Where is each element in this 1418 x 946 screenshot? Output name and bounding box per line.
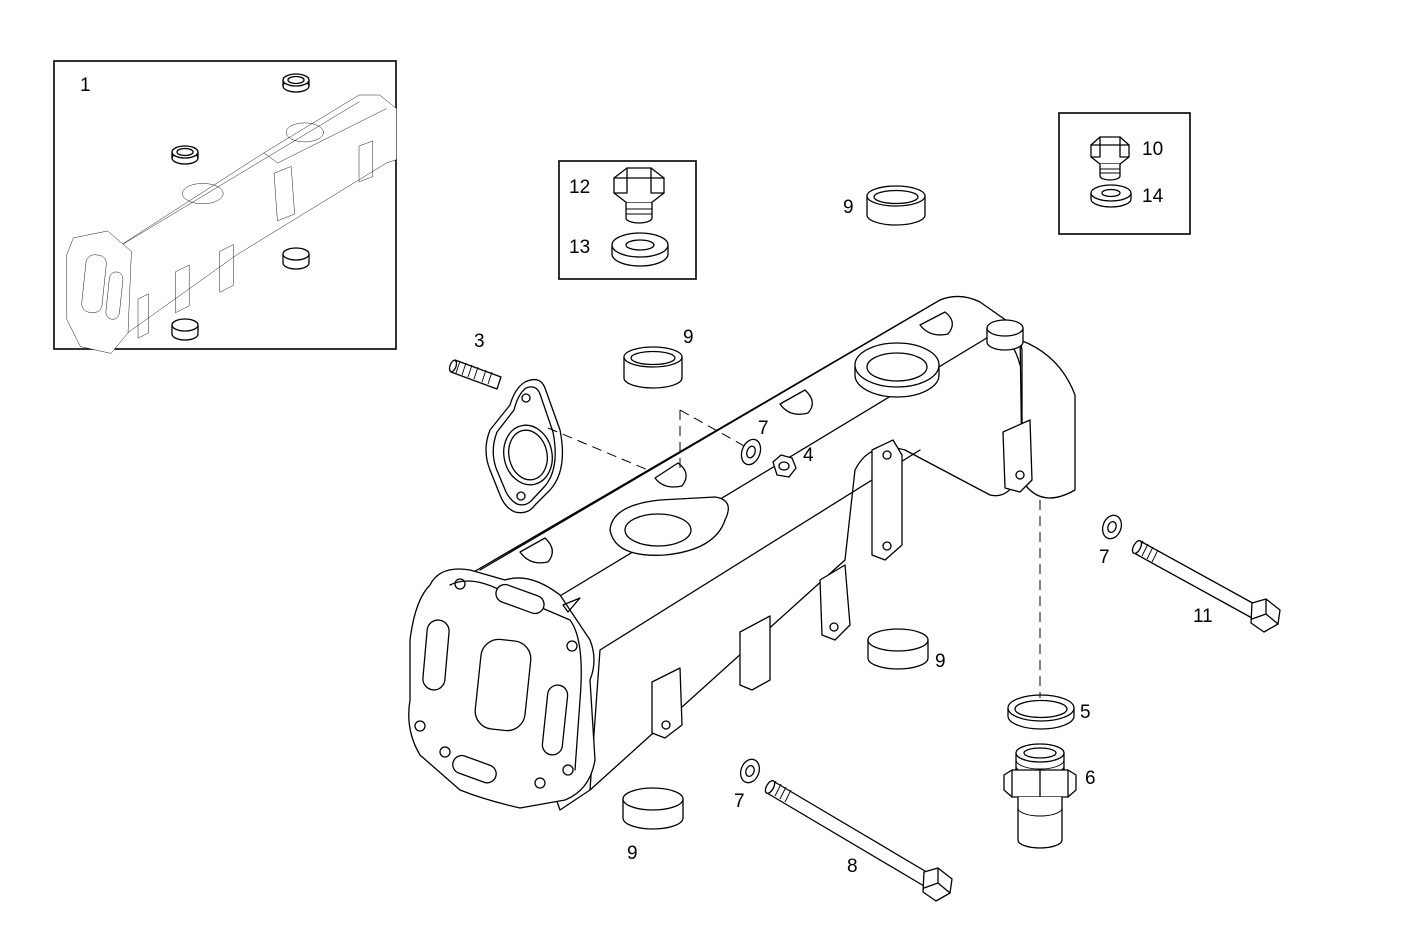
washer-7-bottom: 7 xyxy=(734,758,761,812)
top-port-2 xyxy=(779,389,813,415)
rear-boss xyxy=(986,319,1024,351)
callout-9-mid: 9 xyxy=(683,327,694,348)
inset-plug-10-14: 10 14 xyxy=(1058,112,1191,235)
callout-14: 14 xyxy=(1142,186,1164,207)
top-port-3 xyxy=(654,462,687,488)
exhaust-port-rear xyxy=(854,342,940,398)
exhaust-port-front xyxy=(609,496,729,556)
bolt-11: 11 xyxy=(1131,539,1281,633)
inset-seal-top xyxy=(282,73,310,93)
inset-seal-left xyxy=(171,145,199,165)
mount-tab-1 xyxy=(871,439,903,561)
washer-14 xyxy=(1090,184,1132,208)
fitting-6: 6 xyxy=(1003,743,1096,849)
inset-complete-assembly: 1 xyxy=(53,60,397,354)
washer-7-upper: 7 xyxy=(740,418,769,466)
callout-5: 5 xyxy=(1080,702,1091,723)
exhaust-gasket xyxy=(485,378,564,514)
callout-8: 8 xyxy=(847,856,858,877)
washer-13 xyxy=(611,232,669,267)
mount-tab-2 xyxy=(1002,419,1033,493)
inset-plug-12-13: 12 13 xyxy=(558,160,697,280)
callout-9-right: 9 xyxy=(935,651,946,672)
cap-9-right: 9 xyxy=(867,628,946,672)
callout-6: 6 xyxy=(1085,768,1096,789)
washer-7-right: 7 xyxy=(1099,514,1123,568)
callout-12: 12 xyxy=(569,177,590,198)
callout-7-bottom: 7 xyxy=(734,791,745,812)
callout-4: 4 xyxy=(803,445,814,466)
callout-7-right: 7 xyxy=(1099,547,1110,568)
mount-tab-4 xyxy=(739,615,771,691)
seal-ring-5: 5 xyxy=(1007,694,1091,730)
bolt-8: 8 xyxy=(764,780,953,902)
seal-ring-9-mid: 9 xyxy=(623,327,694,389)
exhaust-manifold xyxy=(408,295,1076,811)
plug-12 xyxy=(613,167,665,224)
callout-11: 11 xyxy=(1193,606,1213,627)
callout-9-upper: 9 xyxy=(843,197,854,218)
callout-9-bottom: 9 xyxy=(627,843,638,864)
cap-9-bottom: 9 xyxy=(622,787,684,864)
callout-7-upper: 7 xyxy=(758,418,769,439)
seal-ring-9-upper: 9 xyxy=(843,185,926,226)
assembly-lines xyxy=(547,409,1041,698)
stud-3: 3 xyxy=(448,331,502,390)
callout-10: 10 xyxy=(1142,139,1163,160)
front-end-flange xyxy=(408,568,596,809)
nut-4: 4 xyxy=(772,445,814,478)
callout-3: 3 xyxy=(474,331,485,352)
top-port-1 xyxy=(919,311,953,336)
callout-1: 1 xyxy=(80,75,91,96)
mount-tab-3 xyxy=(819,564,851,641)
inset-cap-right xyxy=(282,247,310,270)
inset-cap-bottom xyxy=(171,318,199,341)
top-port-4 xyxy=(519,537,553,564)
mount-tab-5 xyxy=(651,667,683,739)
plug-10 xyxy=(1090,136,1130,181)
callout-13: 13 xyxy=(569,237,590,258)
